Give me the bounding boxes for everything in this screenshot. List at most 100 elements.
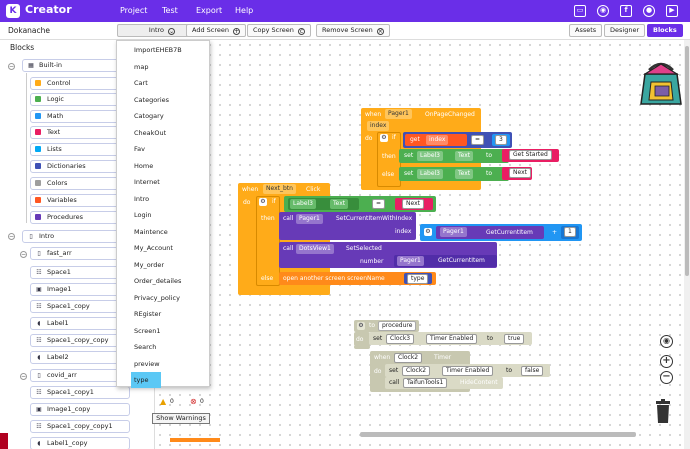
assets-button[interactable]: Assets: [569, 24, 603, 37]
sidebar-item-control[interactable]: Control: [30, 77, 129, 90]
sidebar-item-lists[interactable]: Lists: [30, 143, 129, 156]
community-icon[interactable]: ●: [643, 5, 655, 17]
dropdown-item-maintence[interactable]: Maintence: [134, 227, 168, 236]
text-value[interactable]: Get Started: [509, 150, 552, 160]
call-component[interactable]: Pager1: [296, 214, 323, 224]
screen-node-intro[interactable]: ▯Intro: [22, 230, 130, 243]
component-node-space1-copy-copy[interactable]: ☷Space1_copy_copy: [30, 334, 130, 347]
dropdown-item-cart[interactable]: Cart: [134, 79, 148, 87]
number-component[interactable]: Pager1: [397, 256, 424, 266]
zoom-out-button[interactable]: −: [660, 371, 673, 384]
menu-test[interactable]: Test: [162, 6, 178, 15]
bool-value[interactable]: false: [521, 366, 544, 376]
screen-value[interactable]: type: [407, 274, 429, 284]
number-value[interactable]: 1: [564, 227, 576, 237]
dropdown-item-my-account[interactable]: My_Account: [134, 244, 173, 252]
get-variable[interactable]: index: [426, 135, 449, 145]
menu-export[interactable]: Export: [196, 6, 223, 15]
menu-help[interactable]: Help: [235, 6, 254, 15]
text-value[interactable]: Next: [509, 168, 531, 178]
component-node-space1-copy-copy1[interactable]: ☷Space1_copy_copy1: [30, 420, 130, 433]
component-node-label1-copy[interactable]: ◖Label1_copy: [30, 437, 130, 449]
component-node-space1[interactable]: ☷Space1: [30, 266, 130, 279]
dropdown-item-catogary[interactable]: Catogary: [134, 112, 164, 120]
component-node-image1-copy[interactable]: ▣Image1_copy: [30, 403, 130, 416]
builtin-node[interactable]: ▦Built-in: [22, 59, 130, 72]
sidebar-item-text[interactable]: Text: [30, 126, 129, 139]
set-component[interactable]: Label3: [417, 151, 444, 161]
sidebar-item-procedures[interactable]: Procedures: [30, 211, 129, 224]
remove-screen-button[interactable]: Remove Screen ×: [316, 24, 390, 37]
dropdown-item-search[interactable]: Search: [134, 343, 157, 351]
github-icon[interactable]: ◉: [597, 5, 609, 17]
component-node-space1-copy[interactable]: ☷Space1_copy: [30, 300, 130, 313]
menu-project[interactable]: Project: [120, 6, 148, 15]
folder-icon[interactable]: ▭: [574, 5, 586, 17]
set-property[interactable]: Text: [455, 151, 474, 161]
horizontal-scrollbar[interactable]: [360, 432, 636, 437]
set-component[interactable]: Clock3: [386, 334, 415, 344]
dropdown-item-map[interactable]: map: [134, 62, 149, 71]
component-node-label1[interactable]: ◖Label1: [30, 317, 130, 330]
set-property[interactable]: Text: [455, 169, 474, 179]
scrollbar-thumb[interactable]: [685, 46, 689, 276]
trash-icon[interactable]: [655, 399, 671, 423]
gear-icon[interactable]: ⚙: [357, 322, 365, 330]
set-component[interactable]: Label3: [417, 169, 444, 179]
dropdown-item-screen1[interactable]: Screen1: [134, 326, 161, 335]
video-icon[interactable]: ▶: [666, 5, 678, 17]
dropdown-item-importeheb7b[interactable]: ImportEHEB7B: [134, 46, 182, 54]
pager-component[interactable]: Pager1: [440, 227, 467, 237]
dropdown-item-order-detailes[interactable]: Order_detailes: [134, 277, 182, 285]
sidebar-item-variables[interactable]: Variables: [30, 194, 129, 207]
designer-button[interactable]: Designer: [604, 24, 646, 37]
dropdown-item-privacy-policy[interactable]: Privacy_policy: [134, 293, 180, 302]
procedure-name[interactable]: procedure: [378, 321, 417, 331]
component-node-covid-arr[interactable]: ▯covid_arr: [30, 369, 130, 382]
component-dropdown[interactable]: Next_btn: [263, 184, 296, 194]
set-block-then[interactable]: [399, 149, 509, 163]
dropdown-item-home[interactable]: Home: [134, 161, 154, 170]
sidebar-item-dictionaries[interactable]: Dictionaries: [30, 160, 129, 173]
blocks-button[interactable]: Blocks: [647, 24, 683, 37]
component-node-label2[interactable]: ◖Label2: [30, 351, 130, 364]
dropdown-item-fav[interactable]: Fav: [134, 145, 145, 153]
bool-value[interactable]: true: [504, 334, 525, 344]
dropdown-item-preview[interactable]: preview: [134, 359, 160, 368]
gear-icon[interactable]: ⚙: [424, 228, 432, 236]
getter-component[interactable]: Label3: [290, 199, 317, 209]
component-node-fast-arr[interactable]: ▯fast_arr: [30, 247, 130, 260]
component-dropdown[interactable]: Pager1: [385, 109, 412, 119]
dropdown-item-intro[interactable]: Intro: [134, 194, 150, 203]
copy-screen-button[interactable]: Copy Screen c: [247, 24, 311, 37]
zoom-in-button[interactable]: +: [660, 355, 673, 368]
component-node-image1[interactable]: ▣Image1: [30, 283, 130, 296]
text-value[interactable]: Next: [402, 199, 424, 209]
collapse-icon[interactable]: −: [20, 251, 27, 258]
sidebar-item-logic[interactable]: Logic: [30, 93, 129, 106]
collapse-icon[interactable]: −: [8, 63, 15, 70]
dropdown-item-register[interactable]: REgister: [134, 310, 162, 318]
gear-icon[interactable]: ⚙: [259, 198, 267, 206]
param-index[interactable]: index: [367, 121, 390, 131]
dropdown-item-categories[interactable]: Categories: [134, 95, 170, 104]
dropdown-item-my-order[interactable]: My_order: [134, 260, 165, 269]
sidebar-item-math[interactable]: Math: [30, 110, 129, 123]
component-dropdown[interactable]: Clock2: [394, 353, 423, 363]
add-screen-button[interactable]: Add Screen +: [186, 24, 247, 37]
operator-eq[interactable]: =: [372, 199, 386, 209]
dropdown-item-type[interactable]: type: [131, 372, 161, 388]
collapse-icon[interactable]: −: [20, 373, 27, 380]
set-component[interactable]: Clock2: [402, 366, 431, 376]
sidebar-item-colors[interactable]: Colors: [30, 177, 129, 190]
call-component[interactable]: TaifunTools1: [403, 378, 448, 388]
dropdown-item-cheakout[interactable]: CheakOut: [134, 128, 167, 137]
set-block-else[interactable]: [399, 167, 509, 181]
recenter-icon[interactable]: ◉: [660, 335, 673, 348]
getter-property[interactable]: Text: [330, 199, 349, 209]
dropdown-item-internet[interactable]: Internet: [134, 178, 160, 186]
backpack-icon[interactable]: [639, 60, 683, 108]
vertical-scrollbar[interactable]: [684, 40, 690, 449]
facebook-icon[interactable]: f: [620, 5, 632, 17]
operator-eq[interactable]: =: [471, 135, 485, 145]
